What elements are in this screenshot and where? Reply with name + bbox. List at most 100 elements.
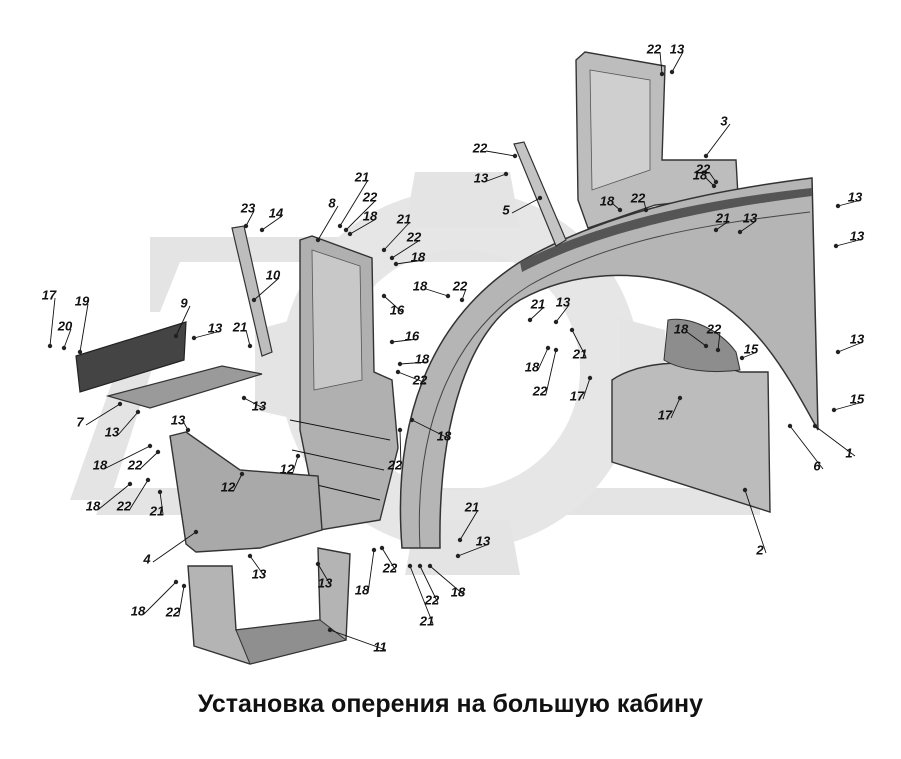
leader-line [457,543,490,557]
callout-label: 13 [850,331,865,346]
callout-label: 18 [525,359,540,374]
leader-line [193,330,222,339]
part-7-step-tread [105,365,263,409]
callout-label: 18 [600,193,615,208]
fastener-point [409,417,415,423]
callout-label: 16 [405,328,420,343]
leader-line [63,328,72,349]
fastener-point [389,255,395,261]
fastener-point [295,453,301,459]
fastener-point [247,553,253,559]
fastener-point [251,297,257,303]
callout-label: 13 [848,189,863,204]
leader-line [233,473,243,491]
callout-label: 21 [232,319,247,334]
leader-line [459,509,479,541]
callout-label: 17 [570,388,585,403]
fastener-point [677,395,683,401]
callout-label: 18 [415,351,430,366]
leader-line [159,491,164,515]
fastener-point [343,227,349,233]
callout-label: 13 [556,294,571,309]
fastener-point [703,153,709,159]
callout-label: 11 [373,639,387,654]
leader-line [140,451,159,469]
fastener-point [389,339,395,345]
fastener-point [737,229,743,235]
callout-label: 13 [252,398,267,413]
leader-line [243,397,266,410]
callout-label: 18 [86,498,101,513]
fastener-point [407,563,413,569]
callout-label: 21 [396,211,411,226]
fastener-point [117,401,123,407]
callout-label: 18 [413,278,428,293]
callout-label: 13 [743,210,758,225]
fastener-point [512,153,518,159]
leader-line [425,288,449,297]
leader-line [261,215,283,231]
fastener-point [145,477,151,483]
leader-line [178,585,185,616]
part-1-wheel-arch-fender [399,177,819,549]
leader-line [741,351,758,359]
leader-line [245,329,251,347]
callout-label: 15 [850,391,865,406]
callout-label: 18 [411,249,426,264]
leader-line [395,259,425,265]
fastener-point [315,561,321,567]
leader-line [715,220,730,231]
leader-line [317,563,332,587]
fastener-point [327,627,333,633]
fastener-point [193,529,199,535]
callout-label: 22 [412,372,428,387]
part-2-mud-flap [611,318,771,513]
callout-label: 6 [813,458,821,473]
leader-line [744,489,767,554]
part-9-plate [75,321,187,393]
fastener-point [315,237,321,243]
fastener-point [135,409,141,415]
fastener-point [669,69,675,75]
fastener-point [587,375,593,381]
callout-label: 22 [424,592,440,607]
fastener-point [347,231,353,237]
leader-line [152,531,197,563]
callout-label: 13 [105,424,120,439]
leader-line [383,295,404,314]
part-8-step-panel [289,235,399,531]
callout-label: 8 [328,195,336,210]
fastener-point [185,427,191,433]
callout-label: 18 [355,582,370,597]
fastener-point [397,427,403,433]
callout-label: 22 [165,604,181,619]
fastener-point [427,563,433,569]
callout-label: 13 [474,170,489,185]
fastener-point [545,345,551,351]
leader-line [511,197,541,214]
callout-label: 5 [502,202,510,217]
callout-label: 18 [131,603,146,618]
callout-label: 18 [693,167,708,182]
part-10-handle-rail [231,225,273,357]
fastener-point [569,327,575,333]
leader-line [391,338,419,343]
leader-line [485,150,516,157]
fastener-point [833,243,839,249]
fastener-point [127,481,133,487]
leader-line [814,425,856,457]
callout-label: 16 [390,302,405,317]
leader-line [397,371,427,384]
fastener-point [243,223,249,229]
leader-line [105,445,151,469]
fastener-point [381,247,387,253]
leader-line [833,401,864,411]
callout-label: 21 [419,613,434,628]
leader-line [545,349,557,395]
callout-label: 20 [57,318,73,333]
fastener-point [259,227,265,233]
fastener-point [553,347,559,353]
callout-label: 21 [354,169,369,184]
leader-line [486,173,507,182]
